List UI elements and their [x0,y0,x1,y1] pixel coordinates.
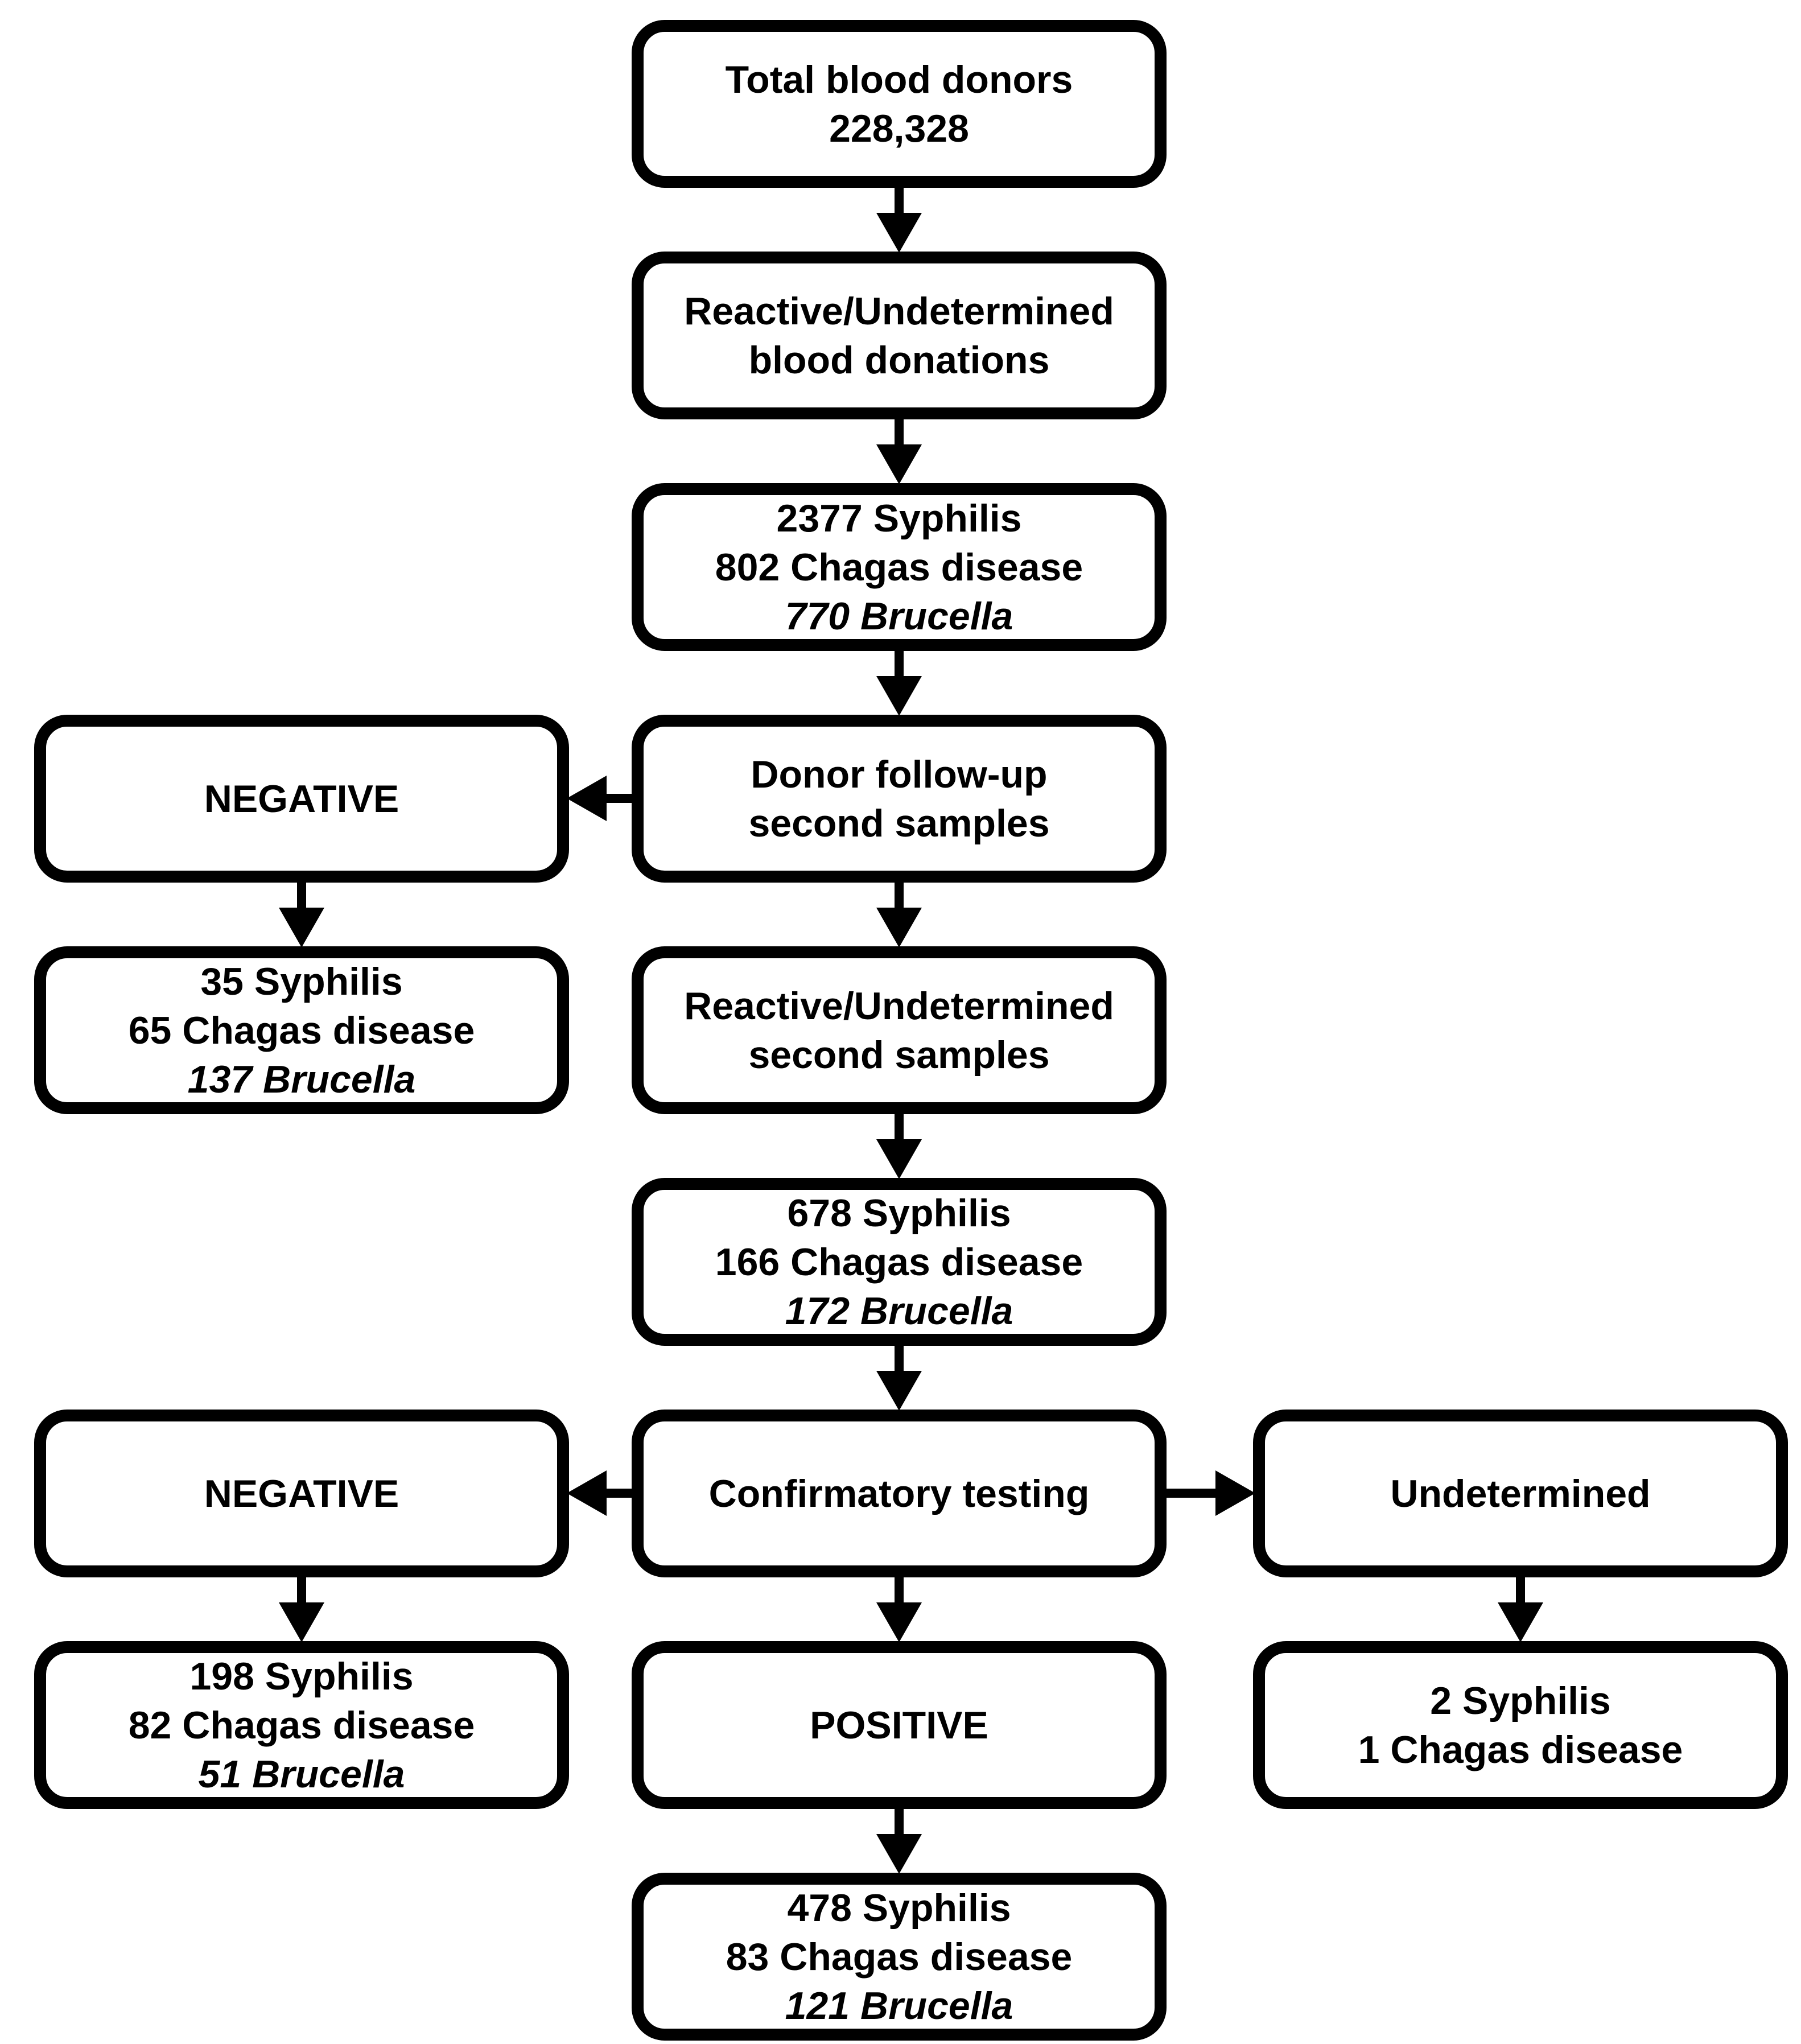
node-line: 172 Brucella [785,1289,1013,1333]
node-undetermined: Undetermined [1253,1410,1788,1577]
node-line: 51 Brucella [198,1752,405,1796]
arrow-down-icon [279,1577,324,1642]
arrow-down-icon [876,1809,922,1874]
node-line: 678 Syphilis [787,1191,1011,1235]
node-line: 83 Chagas disease [726,1935,1073,1979]
node-line: Donor follow-up [751,752,1048,796]
node-total-blood-donors: Total blood donors 228,328 [632,20,1167,188]
node-screening-counts: 2377 Syphilis 802 Chagas disease 770 Bru… [632,483,1167,651]
node-line: NEGATIVE [204,1472,399,1515]
node-line: NEGATIVE [204,777,399,821]
node-line: 137 Brucella [187,1057,416,1101]
arrow-down-icon [876,1114,922,1179]
node-line: 121 Brucella [785,1984,1013,2027]
node-line: blood donations [748,338,1050,382]
arrow-down-icon [279,883,324,947]
node-line: 228,328 [829,106,969,150]
node-line: 1 Chagas disease [1358,1728,1683,1771]
node-line: 478 Syphilis [787,1886,1011,1930]
node-positive: POSITIVE [632,1641,1167,1809]
node-second-sample-counts: 678 Syphilis 166 Chagas disease 172 Bruc… [632,1178,1167,1346]
node-line: 2377 Syphilis [776,496,1022,540]
node-undetermined-counts: 2 Syphilis 1 Chagas disease [1253,1641,1788,1809]
node-line: 2 Syphilis [1430,1679,1611,1722]
node-line: Total blood donors [725,57,1073,101]
arrow-down-icon [876,651,922,716]
arrow-down-icon [876,883,922,947]
node-negative-followup-counts: 35 Syphilis 65 Chagas disease 137 Brucel… [34,946,569,1114]
node-reactive-second-samples: Reactive/Undetermined second samples [632,946,1167,1114]
node-reactive-blood-donations: Reactive/Undetermined blood donations [632,252,1167,419]
node-negative-confirmatory-counts: 198 Syphilis 82 Chagas disease 51 Brucel… [34,1641,569,1809]
arrow-down-icon [876,1577,922,1642]
node-line: second samples [748,801,1050,845]
node-line: Undetermined [1390,1472,1651,1515]
node-line: second samples [748,1033,1050,1077]
node-line: 198 Syphilis [189,1654,414,1698]
node-line: 65 Chagas disease [128,1008,475,1052]
node-line: Reactive/Undetermined [684,984,1114,1028]
node-donor-followup: Donor follow-up second samples [632,715,1167,883]
arrow-right-icon [1167,1470,1255,1516]
node-line: 35 Syphilis [200,959,403,1003]
arrow-down-icon [1498,1577,1543,1642]
arrow-down-icon [876,419,922,484]
node-line: 770 Brucella [785,594,1013,638]
arrow-left-icon [567,1470,632,1516]
node-line: 802 Chagas disease [715,545,1083,589]
node-line: POSITIVE [810,1703,988,1747]
node-line: Reactive/Undetermined [684,289,1114,333]
node-negative-followup: NEGATIVE [34,715,569,883]
node-line: 82 Chagas disease [128,1703,475,1747]
arrow-down-icon [876,188,922,253]
node-line: 166 Chagas disease [715,1240,1083,1284]
node-negative-confirmatory: NEGATIVE [34,1410,569,1577]
node-confirmatory-testing: Confirmatory testing [632,1410,1167,1577]
arrow-down-icon [876,1346,922,1411]
arrow-left-icon [567,776,632,821]
node-line: Confirmatory testing [708,1472,1090,1515]
node-positive-counts: 478 Syphilis 83 Chagas disease 121 Bruce… [632,1873,1167,2041]
